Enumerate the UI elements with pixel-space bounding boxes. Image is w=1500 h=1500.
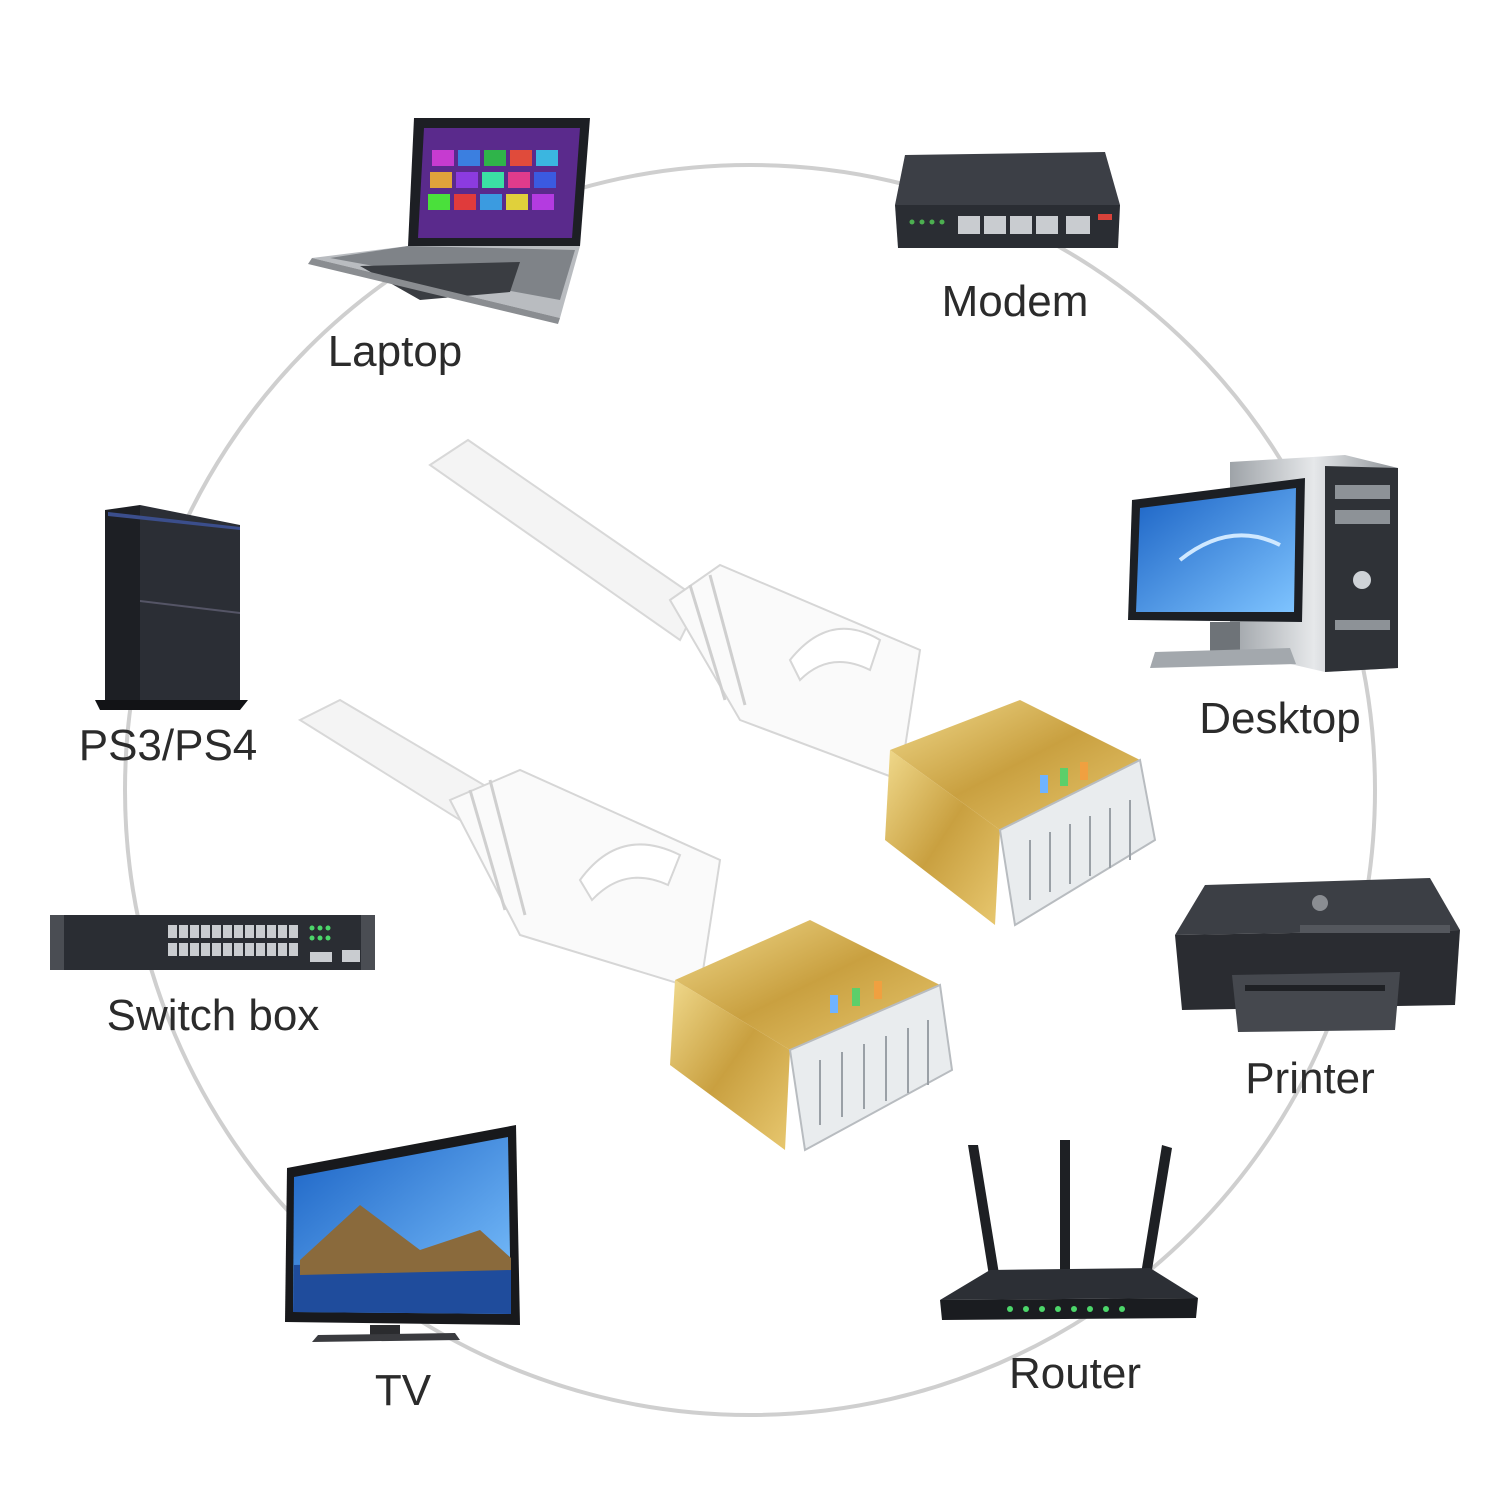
switch-port [289,925,298,938]
switch-port [256,925,265,938]
switch-port [234,925,243,938]
switch-port [168,943,177,956]
switch-port [289,943,298,956]
game-console-icon [95,505,248,710]
desktop-computer-icon [1128,455,1398,672]
device-label-desktop: Desktop [1199,694,1360,743]
device-label-switch-box: Switch box [107,991,320,1040]
switch-port [190,943,199,956]
printer-icon [1175,878,1460,1032]
device-label-tv: TV [375,1366,432,1415]
ethernet-cable-icon [297,438,1157,1152]
device-label-modem: Modem [942,277,1089,326]
device-label-router: Router [1009,1349,1141,1398]
switch-port [201,925,210,938]
switch-port [212,925,221,938]
switch-port [223,943,232,956]
device-label-printer: Printer [1245,1054,1375,1103]
switch-port [245,943,254,956]
switch-port [278,925,287,938]
switch-port [267,943,276,956]
switch-box-icon [50,915,375,970]
switch-port [179,943,188,956]
switch-port [267,925,276,938]
router-icon [940,1140,1198,1320]
connection-ring [123,163,1377,1417]
switch-port [245,925,254,938]
modem-icon [895,152,1120,248]
switch-port [201,943,210,956]
switch-port [278,943,287,956]
tv-icon [285,1125,520,1342]
switch-port [179,925,188,938]
switch-port [234,943,243,956]
switch-port [223,925,232,938]
switch-port [168,925,177,938]
laptop-icon [308,118,590,324]
switch-port [256,943,265,956]
switch-port [190,925,199,938]
switch-port [212,943,221,956]
device-label-ps3-ps4: PS3/PS4 [79,721,258,770]
device-label-laptop: Laptop [328,327,463,376]
